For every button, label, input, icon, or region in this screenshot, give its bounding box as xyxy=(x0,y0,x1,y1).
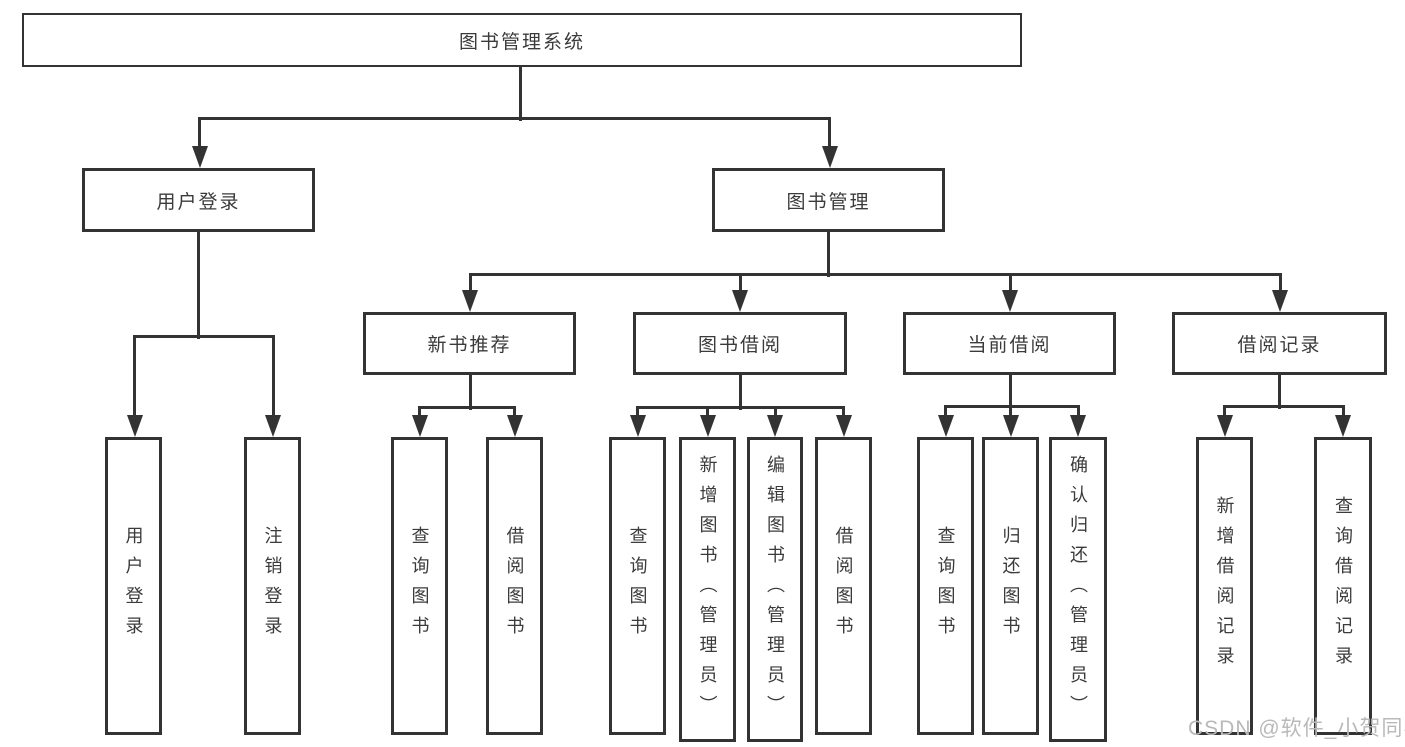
leaf-borrow-books-label: 借阅图书 xyxy=(833,526,854,646)
node-library-management-system: 图书管理系统 xyxy=(22,13,1022,67)
connector-line xyxy=(1076,406,1080,419)
arrowhead-down-icon xyxy=(1002,290,1018,312)
node-book-management: 图书管理 xyxy=(712,168,945,232)
leaf-query-borrow-record-label: 查询借阅记录 xyxy=(1333,496,1353,676)
node-borrowing-records: 借阅记录 xyxy=(1172,312,1387,375)
arrowhead-down-icon xyxy=(629,415,646,437)
connector-line xyxy=(418,405,516,409)
arrowhead-down-icon xyxy=(821,146,838,168)
arrowhead-down-icon xyxy=(126,415,143,437)
leaf-confirm-return-admin: 确认归还（管理员） xyxy=(1049,437,1107,742)
arrowhead-down-icon xyxy=(699,415,716,437)
connector-line xyxy=(468,274,472,294)
node-current-borrowing: 当前借阅 xyxy=(903,312,1116,375)
connector-line xyxy=(1278,274,1282,294)
arrowhead-down-icon xyxy=(1272,290,1288,312)
connector-line xyxy=(468,375,472,410)
connector-line xyxy=(738,274,742,294)
arrowhead-down-icon xyxy=(732,290,748,312)
connector-line xyxy=(636,405,845,409)
leaf-query-books-borrowing: 查询图书 xyxy=(609,437,666,735)
watermark-text: CSDN @软件_小贺同学 xyxy=(1188,717,1405,740)
connector-line xyxy=(1341,406,1345,419)
leaf-query-books-borrowing-label: 查询图书 xyxy=(627,526,648,646)
connector-line xyxy=(468,272,1282,276)
connector-line xyxy=(636,407,639,419)
connector-line xyxy=(1008,274,1012,294)
leaf-borrow-books-recommend: 借阅图书 xyxy=(486,437,543,735)
arrowhead-down-icon xyxy=(462,290,478,312)
connector-line xyxy=(198,118,201,150)
arrowhead-down-icon xyxy=(411,415,428,437)
leaf-add-books-admin: 新增图书（管理员） xyxy=(679,437,736,742)
connector-line xyxy=(1008,375,1012,409)
leaf-return-books-label: 归还图书 xyxy=(1000,526,1021,646)
leaf-query-books-recommend-label: 查询图书 xyxy=(409,526,430,646)
connector-line xyxy=(1223,404,1345,408)
leaf-query-books-recommend: 查询图书 xyxy=(391,437,448,735)
arrowhead-down-icon xyxy=(937,415,954,437)
leaf-edit-books-admin: 编辑图书（管理员） xyxy=(747,437,803,742)
node-book-borrowing: 图书借阅 xyxy=(633,312,847,375)
connector-line xyxy=(133,334,275,338)
connector-line xyxy=(198,116,831,120)
arrowhead-down-icon xyxy=(1335,415,1351,437)
connector-line xyxy=(828,118,831,150)
leaf-add-books-admin-label: 新增图书（管理员） xyxy=(697,454,718,725)
leaf-borrow-books-recommend-label: 借阅图书 xyxy=(504,526,525,646)
leaf-edit-books-admin-label: 编辑图书（管理员） xyxy=(765,454,785,725)
leaf-return-books: 归还图书 xyxy=(982,437,1039,735)
connector-line xyxy=(1009,406,1012,419)
leaf-user-login: 用户登录 xyxy=(105,437,162,735)
arrowhead-down-icon xyxy=(1070,415,1086,437)
connector-line xyxy=(418,407,421,419)
leaf-add-borrow-record-label: 新增借阅记录 xyxy=(1214,496,1235,676)
connector-line xyxy=(271,336,275,419)
leaf-user-login-label: 用户登录 xyxy=(123,526,144,646)
connector-line xyxy=(773,407,777,419)
leaf-query-books-current: 查询图书 xyxy=(917,437,974,735)
connector-line xyxy=(518,67,522,121)
connector-line xyxy=(513,407,516,419)
leaf-logout-label: 注销登录 xyxy=(262,526,283,646)
connector-line xyxy=(133,336,136,419)
leaf-confirm-return-admin-label: 确认归还（管理员） xyxy=(1068,454,1088,725)
connector-line xyxy=(944,406,947,419)
leaf-query-books-current-label: 查询图书 xyxy=(935,526,956,646)
connector-line xyxy=(827,232,830,277)
leaf-logout: 注销登录 xyxy=(244,437,301,735)
connector-line xyxy=(1223,406,1226,419)
leaf-add-borrow-record: 新增借阅记录 xyxy=(1196,437,1253,735)
node-new-book-recommendation: 新书推荐 xyxy=(363,312,576,375)
arrowhead-down-icon xyxy=(191,146,208,168)
connector-line xyxy=(706,407,709,419)
connector-line xyxy=(1277,375,1281,409)
connector-line xyxy=(738,375,742,410)
connector-line xyxy=(197,232,200,339)
leaf-query-borrow-record: 查询借阅记录 xyxy=(1314,437,1372,735)
arrowhead-down-icon xyxy=(767,415,783,437)
arrowhead-down-icon xyxy=(1002,415,1019,437)
connector-line xyxy=(842,407,845,419)
arrowhead-down-icon xyxy=(506,415,523,437)
arrowhead-down-icon xyxy=(835,415,852,437)
arrowhead-down-icon xyxy=(1216,415,1233,437)
arrowhead-down-icon xyxy=(265,415,281,437)
leaf-borrow-books: 借阅图书 xyxy=(815,437,872,735)
node-user-login: 用户登录 xyxy=(82,168,315,232)
